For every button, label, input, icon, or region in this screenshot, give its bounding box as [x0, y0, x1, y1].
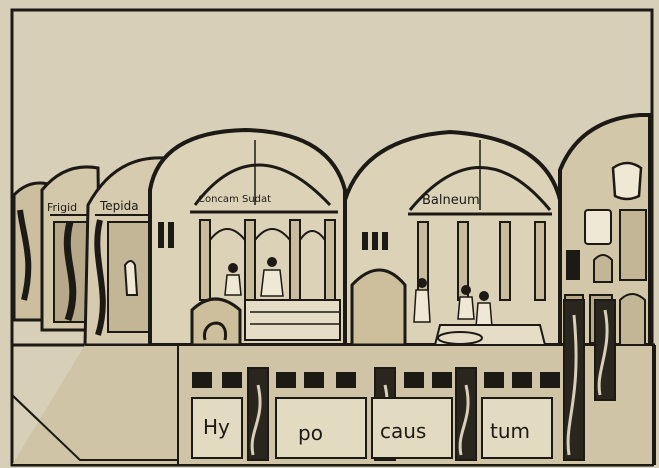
flame-pillars: [247, 299, 616, 461]
hypocaustum-syllable: Hy: [203, 415, 230, 439]
bather-body: [413, 289, 431, 323]
concamerata-sudatio-room: Concam Sudat: [148, 127, 347, 347]
hypocaustum-syllable: caus: [380, 419, 426, 443]
frigidarium-label: Frigid: [47, 201, 77, 214]
bath-platform: [244, 299, 341, 341]
bather-body: [475, 302, 493, 328]
hypocaustum-syllable: po: [298, 421, 323, 445]
bather-head: [228, 263, 238, 273]
bather-body: [260, 269, 284, 297]
bather-body: [224, 274, 242, 296]
hypocaust-panel: [481, 397, 553, 459]
concamerata-sudatio-label: Concam Sudat: [198, 194, 271, 205]
hypocaust-vents: [192, 372, 560, 388]
hypocaust-band: Hy po caus tum: [177, 299, 656, 466]
hypocaust-panel: [275, 397, 367, 459]
hypocaustum-syllable: tum: [490, 419, 530, 443]
amphora-icon: [611, 161, 643, 201]
tepidarium-label: Tepida: [99, 199, 139, 213]
hypocaust-panel: [191, 397, 243, 459]
bath-pool: [433, 324, 547, 346]
bather-body: [457, 296, 475, 320]
bather-figure: [123, 260, 139, 296]
hypocaust-panel: [371, 397, 453, 459]
balneum-label: Balneum: [422, 193, 480, 208]
balneum-room: Balneum: [343, 129, 562, 347]
balneum-passage-arch: [350, 268, 407, 347]
bather-head: [267, 257, 277, 267]
